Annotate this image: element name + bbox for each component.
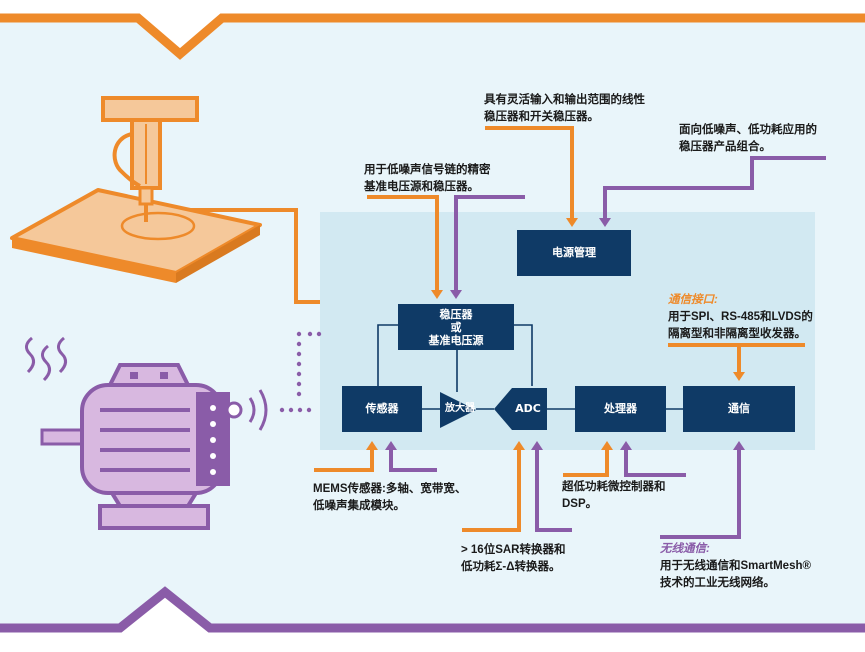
processor-block: 处理器: [575, 386, 666, 432]
note-low-noise-regulator-line1: 面向低噪声、低功耗应用的: [679, 124, 817, 136]
purple-arrowheads: [385, 218, 745, 450]
note-precision-reference: 用于低噪声信号链的精密 基准电压源和稳压器。: [364, 162, 491, 196]
power-management-label: 电源管理: [552, 246, 596, 259]
regulator-block: 稳压器 或 基准电压源: [398, 304, 514, 350]
note-mems-line2: 低噪声集成模块。: [313, 500, 405, 512]
note-wireless-title: 无线通信:: [660, 543, 710, 555]
adc-symbol: [494, 388, 547, 430]
top-orange-border: [0, 13, 865, 60]
note-linear-regulator-line2: 稳压器和开关稳压器。: [484, 111, 599, 123]
orange-connectors: [170, 126, 805, 532]
note-linear-regulator-line1: 具有灵活输入和输出范围的线性: [484, 94, 645, 106]
sensor-block: 传感器: [342, 386, 422, 432]
regulator-label-line3: 基准电压源: [428, 333, 484, 347]
note-sar-adc-line2: 低功耗Σ-Δ转换器。: [461, 561, 561, 573]
adc-label: ADC: [515, 402, 541, 415]
note-sar-adc-line1: > 16位SAR转换器和: [461, 544, 566, 556]
note-comm-interface-line2: 隔离型和非隔离型收发器。: [668, 328, 806, 340]
note-mcu-line1: 超低功耗微控制器和: [562, 481, 666, 493]
note-low-noise-regulator: 面向低噪声、低功耗应用的 稳压器产品组合。: [679, 122, 817, 156]
sensor-label: 传感器: [365, 402, 399, 415]
amplifier-label-box: 放大器: [440, 401, 480, 417]
note-comm-interface-line1: 用于SPI、RS-485和LVDS的: [668, 311, 813, 323]
motor-icon: [25, 336, 268, 530]
note-mcu: 超低功耗微控制器和 DSP。: [562, 479, 666, 513]
regulator-label-line2: 或: [450, 320, 462, 334]
note-precision-reference-line1: 用于低噪声信号链的精密: [364, 164, 491, 176]
processor-label: 处理器: [604, 402, 637, 415]
note-wireless-line1: 用于无线通信和SmartMesh®: [660, 560, 811, 572]
note-mems-line1: MEMS传感器:多轴、宽带宽、: [313, 483, 467, 495]
note-wireless: 无线通信: 用于无线通信和SmartMesh® 技术的工业无线网络。: [660, 541, 811, 592]
communication-label: 通信: [728, 402, 750, 415]
amplifier-symbol: [440, 392, 476, 428]
note-comm-interface-title: 通信接口:: [668, 294, 718, 306]
communication-block: 通信: [683, 386, 795, 432]
adc-label-box: ADC: [506, 398, 550, 420]
note-sar-adc: > 16位SAR转换器和 低功耗Σ-Δ转换器。: [461, 542, 565, 576]
purple-connectors: [389, 156, 826, 539]
regulator-label-line1: 稳压器: [439, 307, 473, 321]
note-mcu-line2: DSP。: [562, 498, 598, 510]
note-linear-regulator: 具有灵活输入和输出范围的线性 稳压器和开关稳压器。: [484, 92, 645, 126]
note-mems: MEMS传感器:多轴、宽带宽、 低噪声集成模块。: [313, 481, 466, 515]
bottom-purple-border: [0, 586, 865, 633]
note-precision-reference-line2: 基准电压源和稳压器。: [364, 181, 479, 193]
note-low-noise-regulator-line2: 稳压器产品组合。: [679, 141, 771, 153]
dotted-link: [279, 331, 322, 413]
orange-arrowheads: [366, 218, 745, 450]
amplifier-label: 放大器: [445, 403, 475, 414]
power-management-block: 电源管理: [517, 230, 631, 276]
note-comm-interface: 通信接口: 用于SPI、RS-485和LVDS的 隔离型和非隔离型收发器。: [668, 292, 813, 343]
note-wireless-line2: 技术的工业无线网络。: [660, 577, 775, 589]
bottom-band: [0, 592, 865, 652]
cnc-machine-icon: [10, 96, 262, 283]
internal-connectors: [377, 324, 683, 410]
